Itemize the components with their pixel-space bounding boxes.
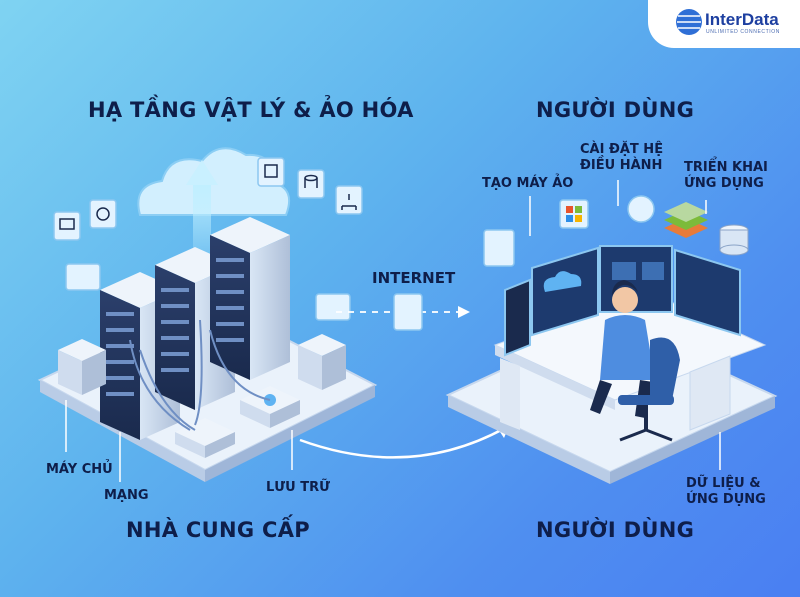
- database-icon: [297, 169, 325, 199]
- data-apps-label-line1: DỮ LIỆU &: [686, 476, 761, 491]
- internet-label: INTERNET: [372, 269, 456, 287]
- info-panel-icon: [65, 263, 101, 291]
- monitor-array: [504, 245, 741, 357]
- status-panel-icon: [315, 293, 351, 321]
- install-os-label-line1: CÀI ĐẶT HỆ: [580, 142, 664, 157]
- office-chair: [618, 337, 680, 442]
- create-vm-label: TẠO MÁY ẢO: [482, 176, 574, 191]
- brand-logo: [648, 0, 800, 48]
- os-windows-icon: [559, 199, 589, 229]
- network-switch-icon: [175, 418, 235, 458]
- database-icon: [719, 224, 749, 256]
- small-server-left: [58, 339, 106, 395]
- app-layers-icon: [664, 202, 708, 238]
- vm-files-icon: [483, 229, 515, 267]
- gear-icon: [89, 199, 117, 229]
- provider-infrastructure-heading: HẠ TẦNG VẬT LÝ & ẢO HÓA: [88, 98, 414, 122]
- storage-device-icon: [240, 386, 300, 428]
- servers-label: MÁY CHỦ: [46, 462, 113, 477]
- deploy-apps-label-line2: ỨNG DỤNG: [684, 176, 764, 191]
- chip-icon: [257, 157, 285, 187]
- data-apps-label-line2: ỨNG DỤNG: [686, 492, 766, 507]
- monitor-icon: [53, 211, 81, 241]
- brand-name: InterData: [705, 10, 779, 29]
- install-os-label-line2: ĐIỀU HÀNH: [580, 158, 663, 173]
- provider-heading: NHÀ CUNG CẤP: [126, 518, 310, 542]
- server-rack-3: [210, 217, 290, 380]
- windows-logo-icon: [566, 206, 582, 222]
- storage-stack-icon: [298, 334, 346, 390]
- gear-icon: [627, 195, 655, 223]
- user-heading-top: NGƯỜI DÙNG: [536, 98, 695, 122]
- network-label: MẠNG: [104, 488, 149, 503]
- user-heading-bottom: NGƯỜI DÙNG: [536, 518, 695, 542]
- deploy-apps-label-line1: TRIỂN KHAI: [684, 160, 768, 175]
- internet-connection: [299, 293, 510, 459]
- brand-tagline: UNLIMITED CONNECTION: [706, 29, 780, 35]
- storage-label: LƯU TRỮ: [266, 480, 330, 495]
